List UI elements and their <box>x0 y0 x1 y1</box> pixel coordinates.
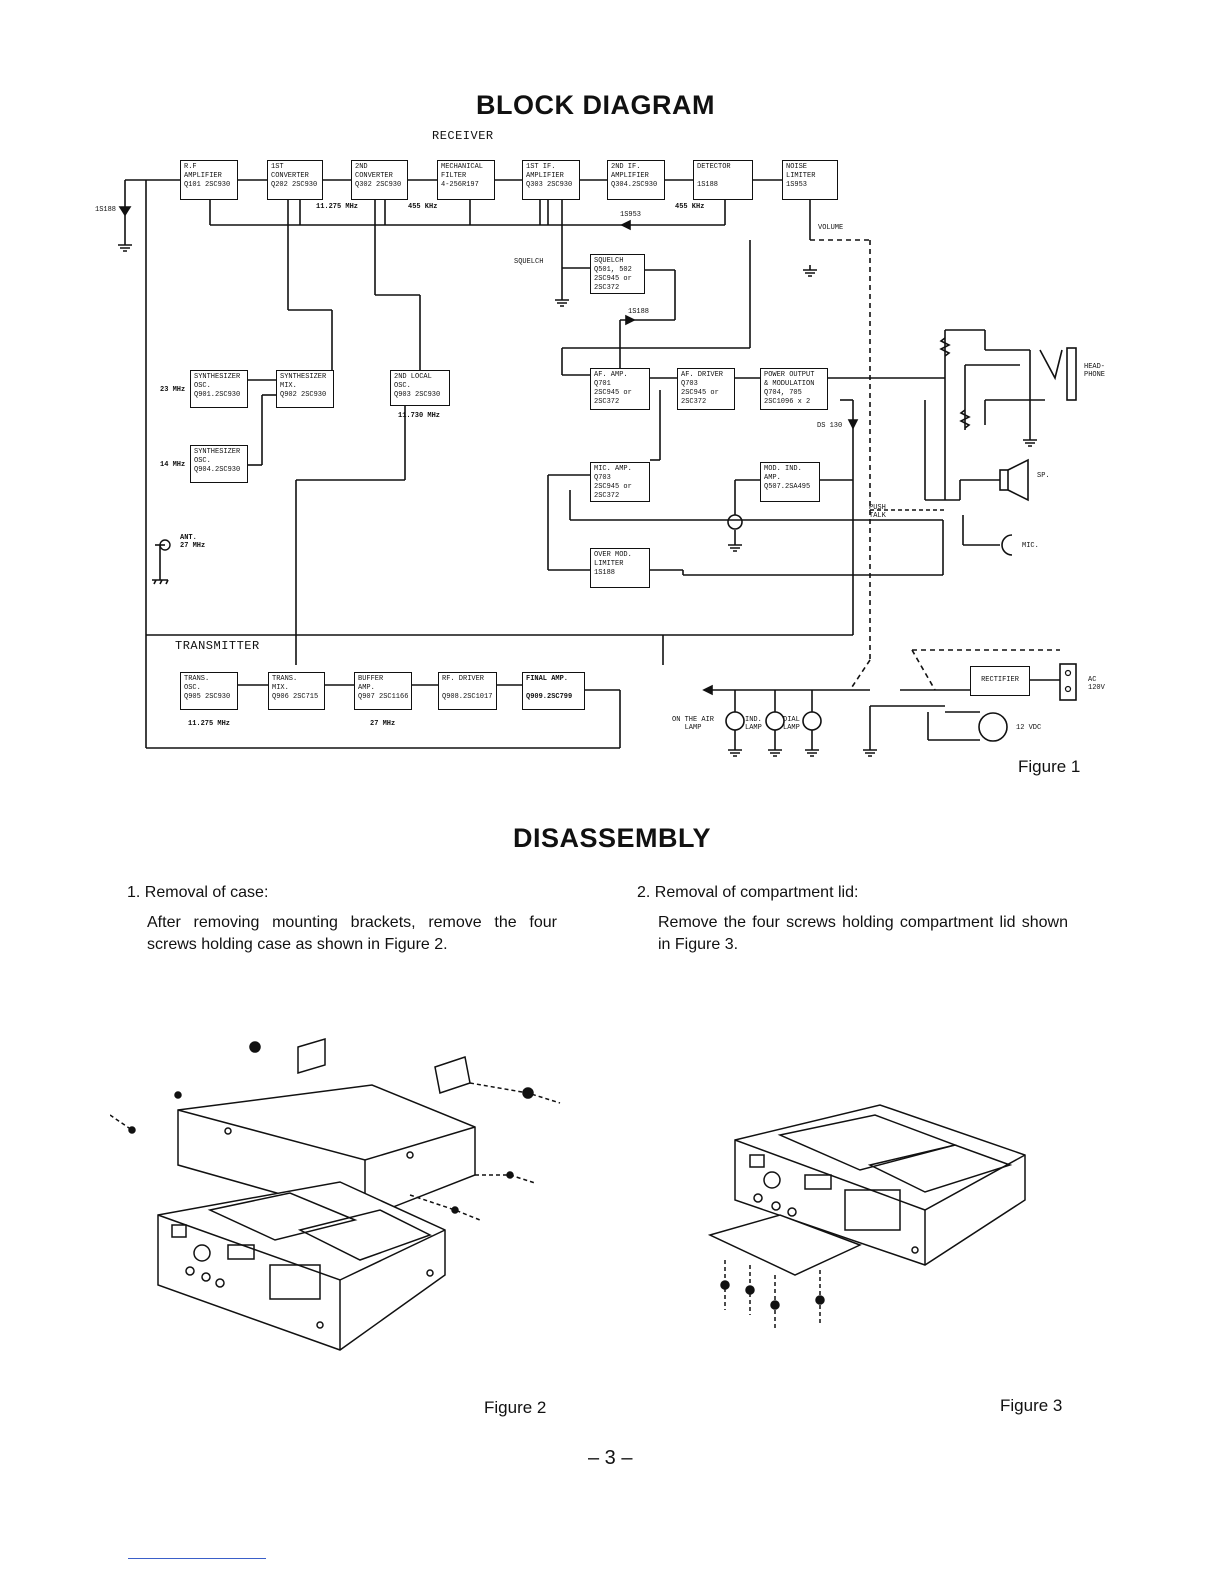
diode-1s953-label: 1S953 <box>620 211 642 219</box>
transmitter-label: TRANSMITTER <box>175 639 260 653</box>
mod-ind-amp-block: MOD. IND. AMP. Q507.2SA495 <box>760 462 820 502</box>
volume-label: VOLUME <box>818 224 844 232</box>
synthesizer-osc-14-block: SYNTHESIZER OSC. Q904.2SC930 <box>190 445 248 483</box>
freq-27mhz-label: 27 MHz <box>370 720 396 728</box>
bottom-rule <box>128 1558 266 1559</box>
freq-23mhz-label: 23 MHz <box>160 386 186 394</box>
figure-3-lid-removal-illustration <box>707 1104 1026 1330</box>
freq-14mhz-label: 14 MHz <box>160 461 186 469</box>
power-output-block: POWER OUTPUT & MODULATION Q704, 705 2SC1… <box>760 368 828 410</box>
block-diagram-title: BLOCK DIAGRAM <box>476 90 715 120</box>
first-if-amplifier-block: 1ST IF. AMPLIFIER Q303 2SC930 <box>522 160 580 200</box>
diode-1s188-squelch-label: 1S188 <box>628 308 650 316</box>
squelch-pot-label: SQUELCH <box>514 258 544 266</box>
ds130-label: DS 130 <box>817 422 843 430</box>
rf-driver-block: RF. DRIVER Q908.2SC1017 <box>438 672 497 710</box>
ind-lamp-label: IND. LAMP <box>745 716 762 732</box>
step1-heading: 1. Removal of case: <box>127 884 269 901</box>
mechanical-filter-block: MECHANICAL FILTER 4-256R197 <box>437 160 495 200</box>
second-local-osc-block: 2ND LOCAL OSC. Q903 2SC930 <box>390 370 450 406</box>
mic-amp-block: MIC. AMP. Q703 2SC945 or 2SC372 <box>590 462 650 502</box>
on-air-lamp-label: ON THE AIR LAMP <box>672 716 715 732</box>
schematic-wiring <box>118 179 1077 757</box>
dc-12v-label: 12 VDC <box>1016 724 1042 732</box>
diode-1s188-left-label: 1S188 <box>95 206 117 214</box>
freq-11275-rx-label: 11.275 MHz <box>316 203 359 211</box>
synthesizer-osc-23-block: SYNTHESIZER OSC. Q901.2SC930 <box>190 370 248 408</box>
dial-lamp-label: DIAL LAMP <box>783 716 800 732</box>
trans-mix-block: TRANS. MIX. Q906 2SC715 <box>268 672 325 710</box>
rf-amplifier-block: R.F AMPLIFIER Q101 2SC930 <box>180 160 238 200</box>
trans-osc-block: TRANS. OSC. Q905 2SC930 <box>180 672 238 710</box>
receiver-label: RECEIVER <box>432 129 494 143</box>
first-converter-block: 1ST CONVERTER Q202 2SC930 <box>267 160 323 200</box>
ac-120v-label: AC 120V <box>1088 676 1105 692</box>
squelch-block: SQUELCH Q501, 502 2SC945 or 2SC372 <box>590 254 645 294</box>
second-converter-block: 2ND CONVERTER Q302 2SC930 <box>351 160 408 200</box>
page-number: – 3 – <box>588 1447 633 1469</box>
noise-limiter-block: NOISE LIMITER 1S953 <box>782 160 838 200</box>
speaker-label: SP. <box>1037 472 1050 480</box>
over-mod-limiter-block: OVER MOD. LIMITER 1S188 <box>590 548 650 588</box>
rectifier-block: RECTIFIER <box>970 666 1030 696</box>
freq-11275-tx-label: 11.275 MHz <box>188 720 231 728</box>
freq-455-a-label: 455 KHz <box>408 203 438 211</box>
second-if-amplifier-block: 2ND IF. AMPLIFIER Q304.2SC930 <box>607 160 665 200</box>
figure-2-caption: Figure 2 <box>484 1398 547 1417</box>
freq-11730-label: 11.730 MHz <box>398 412 441 420</box>
mic-label: MIC. <box>1022 542 1039 550</box>
figure-3-caption: Figure 3 <box>1000 1396 1063 1415</box>
final-amp-block: FINAL AMP. Q909.2SC799 <box>522 672 585 710</box>
disassembly-title: DISASSEMBLY <box>513 823 712 853</box>
push-talk-label: PUSH TALK <box>869 504 886 520</box>
buffer-amp-block: BUFFER AMP. Q907 2SC1166 <box>354 672 412 710</box>
step2-body: Remove the four screws holding compartme… <box>658 914 1068 953</box>
antenna-label: ANT. 27 MHz <box>180 534 206 550</box>
headphone-label: HEAD- PHONE <box>1084 363 1106 379</box>
detector-block: DETECTOR 1S188 <box>693 160 753 200</box>
figure-1-caption: Figure 1 <box>1018 757 1081 776</box>
af-driver-block: AF. DRIVER Q703 2SC945 or 2SC372 <box>677 368 735 410</box>
synthesizer-mix-block: SYNTHESIZER MIX. Q902 2SC930 <box>276 370 334 408</box>
step1-body: After removing mounting brackets, remove… <box>147 914 557 953</box>
figure-2-case-removal-illustration <box>110 1037 561 1351</box>
step2-heading: 2. Removal of compartment lid: <box>637 884 859 901</box>
af-amp-block: AF. AMP. Q701 2SC945 or 2SC372 <box>590 368 650 410</box>
freq-455-b-label: 455 KHz <box>675 203 705 211</box>
